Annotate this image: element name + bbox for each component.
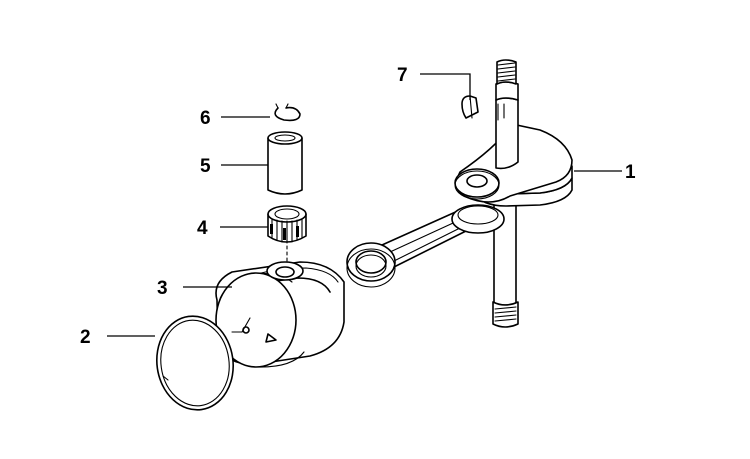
callout-7: 7: [397, 65, 408, 86]
callout-4: 4: [197, 218, 208, 239]
callout-5: 5: [200, 156, 211, 177]
circlip: [274, 103, 301, 122]
piston-pin: [267, 131, 303, 195]
piston-ring: [156, 315, 251, 411]
callout-1: 1: [625, 162, 636, 183]
connecting-rod: [346, 204, 505, 288]
piston: [215, 261, 345, 368]
callout-2: 2: [80, 327, 91, 348]
callouts: 1 2 3 4 5 6 7: [80, 65, 636, 348]
needle-bearing: [267, 205, 307, 263]
leader-7: [420, 73, 471, 100]
leader-lines: [107, 73, 622, 337]
crankshaft: [454, 59, 573, 328]
callout-3: 3: [157, 278, 168, 299]
callout-6: 6: [200, 108, 211, 129]
